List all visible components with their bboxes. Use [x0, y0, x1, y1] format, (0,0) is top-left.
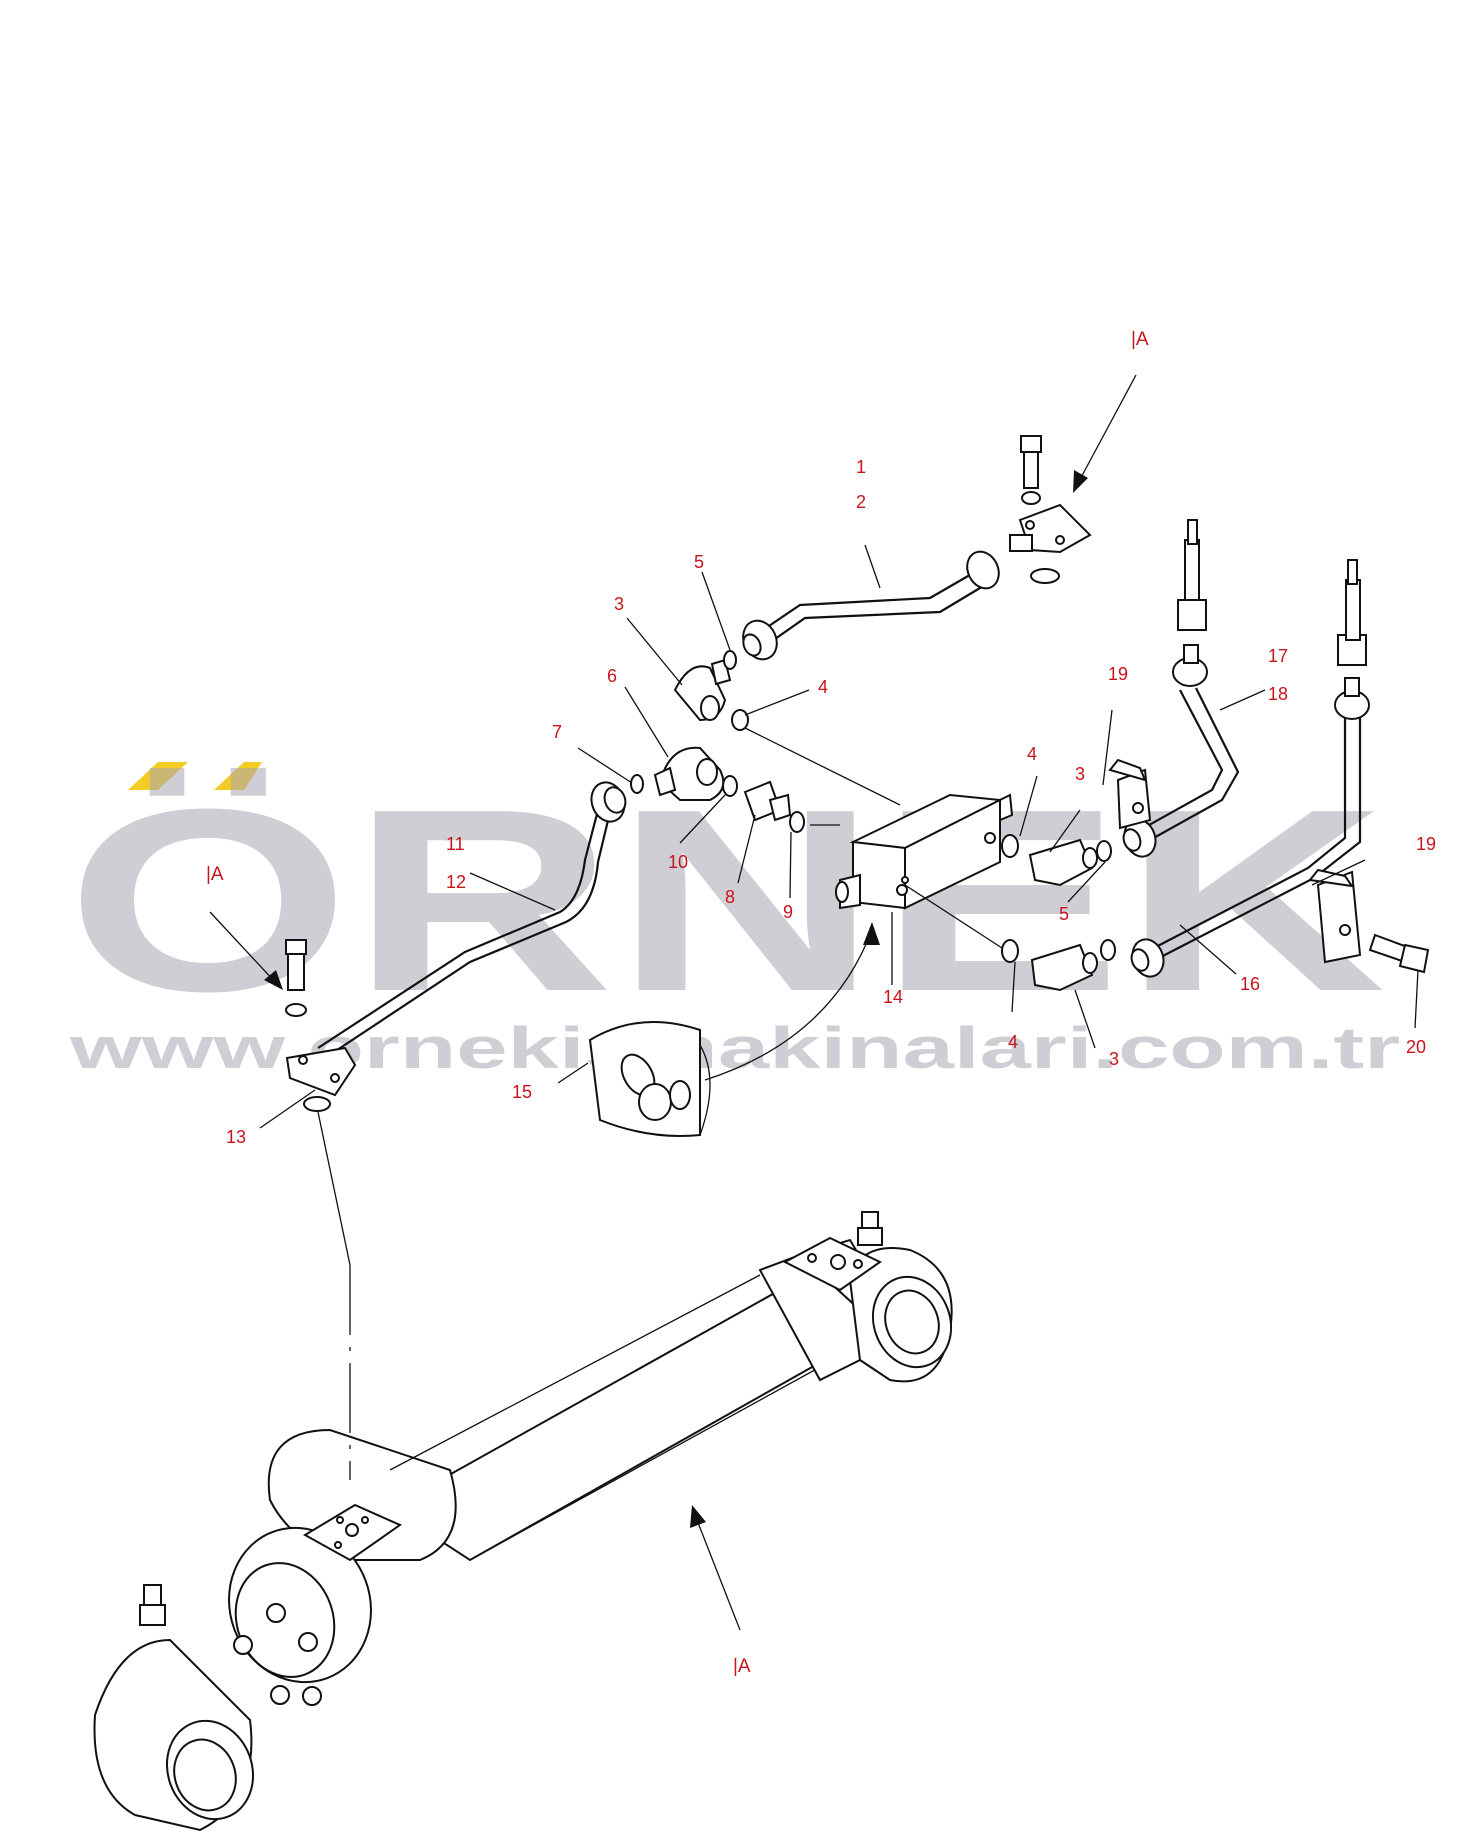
pipe-11-12: [285, 781, 627, 1097]
clamp-19-right-and-bolt-20: [1308, 868, 1430, 974]
callout-4: 4: [1008, 1032, 1018, 1052]
ref-label-left: |A: [206, 864, 224, 885]
bolt-and-washer-left: [285, 939, 331, 1112]
reference-labels: |A |A |A: [206, 329, 1149, 1677]
valve-block: [835, 793, 1014, 910]
clamp-19-upper: [1108, 758, 1152, 830]
callout-3: 3: [614, 594, 624, 614]
callout-3: 3: [1109, 1049, 1119, 1069]
pipe-1-2: [742, 435, 1092, 661]
callout-12: 12: [446, 872, 466, 892]
callout-15: 15: [512, 1082, 532, 1102]
seal-kit-15: [588, 1021, 711, 1137]
callout-14: 14: [883, 987, 903, 1007]
callout-6: 6: [607, 666, 617, 686]
callout-5: 5: [1059, 904, 1069, 924]
callout-20: 20: [1406, 1037, 1426, 1057]
callout-9: 9: [783, 902, 793, 922]
callout-7: 7: [552, 722, 562, 742]
watermark-brand: ÖRNEK: [66, 756, 1386, 1046]
callout-19: 19: [1416, 834, 1436, 854]
watermark: ÖRNEK www.ornekişmakinalari.com.tr: [66, 756, 1400, 1081]
watermark-accent-right: [214, 762, 262, 790]
callout-4: 4: [818, 677, 828, 697]
callout-19: 19: [1108, 664, 1128, 684]
watermark-url: www.ornekişmakinalari.com.tr: [68, 1016, 1400, 1081]
ref-label-bottom: |A: [733, 1656, 751, 1677]
pipes-16-17-18: [1122, 519, 1370, 978]
callout-11: 11: [446, 834, 465, 854]
callout-3: 3: [1075, 764, 1085, 784]
fittings-cluster: [630, 650, 805, 833]
right-fittings: [1001, 834, 1116, 992]
callout-1: 1: [856, 457, 866, 477]
hydraulic-cylinder: [93, 1211, 953, 1832]
ref-label-top-right: |A: [1131, 329, 1149, 350]
watermark-accent-left: [128, 762, 188, 790]
callout-18: 18: [1268, 684, 1288, 704]
callout-4: 4: [1027, 744, 1037, 764]
callout-8: 8: [725, 887, 735, 907]
leader-lines: [259, 544, 1419, 1480]
part-callouts: 1 2 3 3 3 4 4 4 5 5 6 7 8 9 10 11 12 13 …: [226, 457, 1436, 1147]
callout-16: 16: [1240, 974, 1260, 994]
callout-10: 10: [668, 852, 688, 872]
callout-17: 17: [1268, 646, 1288, 666]
reference-arrows: [209, 374, 1137, 1631]
callout-2: 2: [856, 492, 866, 512]
callout-13: 13: [226, 1127, 246, 1147]
callout-5: 5: [694, 552, 704, 572]
